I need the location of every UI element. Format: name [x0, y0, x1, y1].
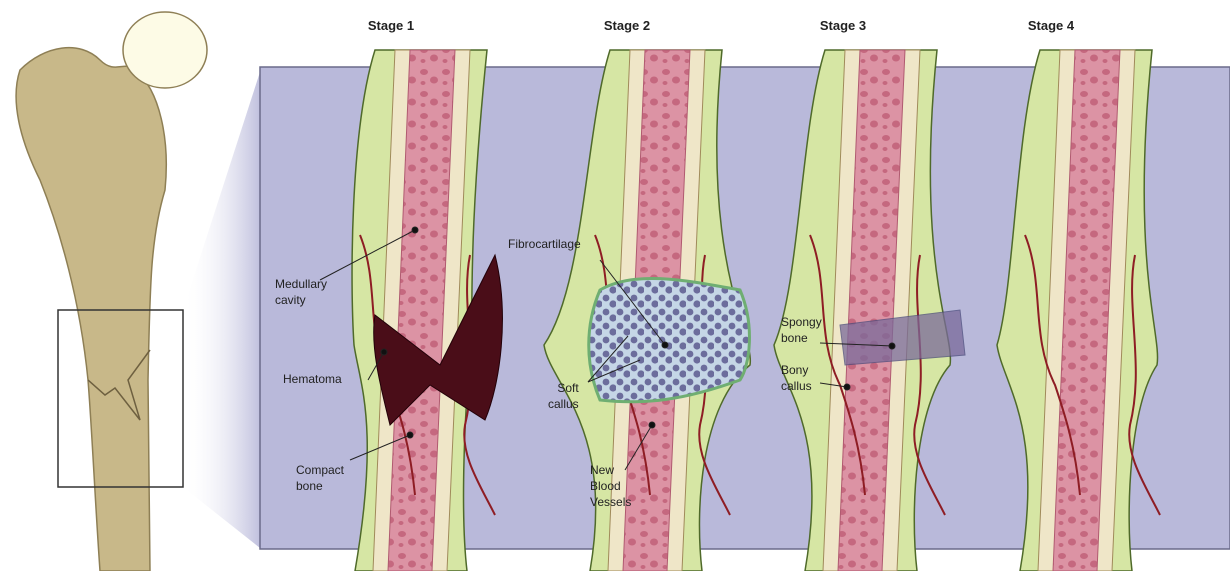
stage-1-title: Stage 1	[368, 18, 414, 33]
stage-4-title: Stage 4	[1028, 18, 1074, 33]
soft-callus	[589, 278, 750, 401]
spongy-bone-label: Spongy bone	[781, 314, 822, 346]
stage-2-title: Stage 2	[604, 18, 650, 33]
bony-callus-label: Bony callus	[781, 362, 812, 394]
stage-3-title: Stage 3	[820, 18, 866, 33]
hematoma-label: Hematoma	[283, 371, 342, 387]
compact-bone-label: Compact bone	[296, 462, 344, 494]
fibrocartilage-label: Fibrocartilage	[508, 236, 581, 252]
zoom-connector	[183, 72, 260, 548]
soft-callus-label: Soft callus	[548, 380, 579, 412]
medullary-cavity-label: Medullary cavity	[275, 276, 327, 308]
femur-head	[123, 12, 207, 88]
new-blood-vessels-label: New Blood Vessels	[590, 462, 631, 510]
